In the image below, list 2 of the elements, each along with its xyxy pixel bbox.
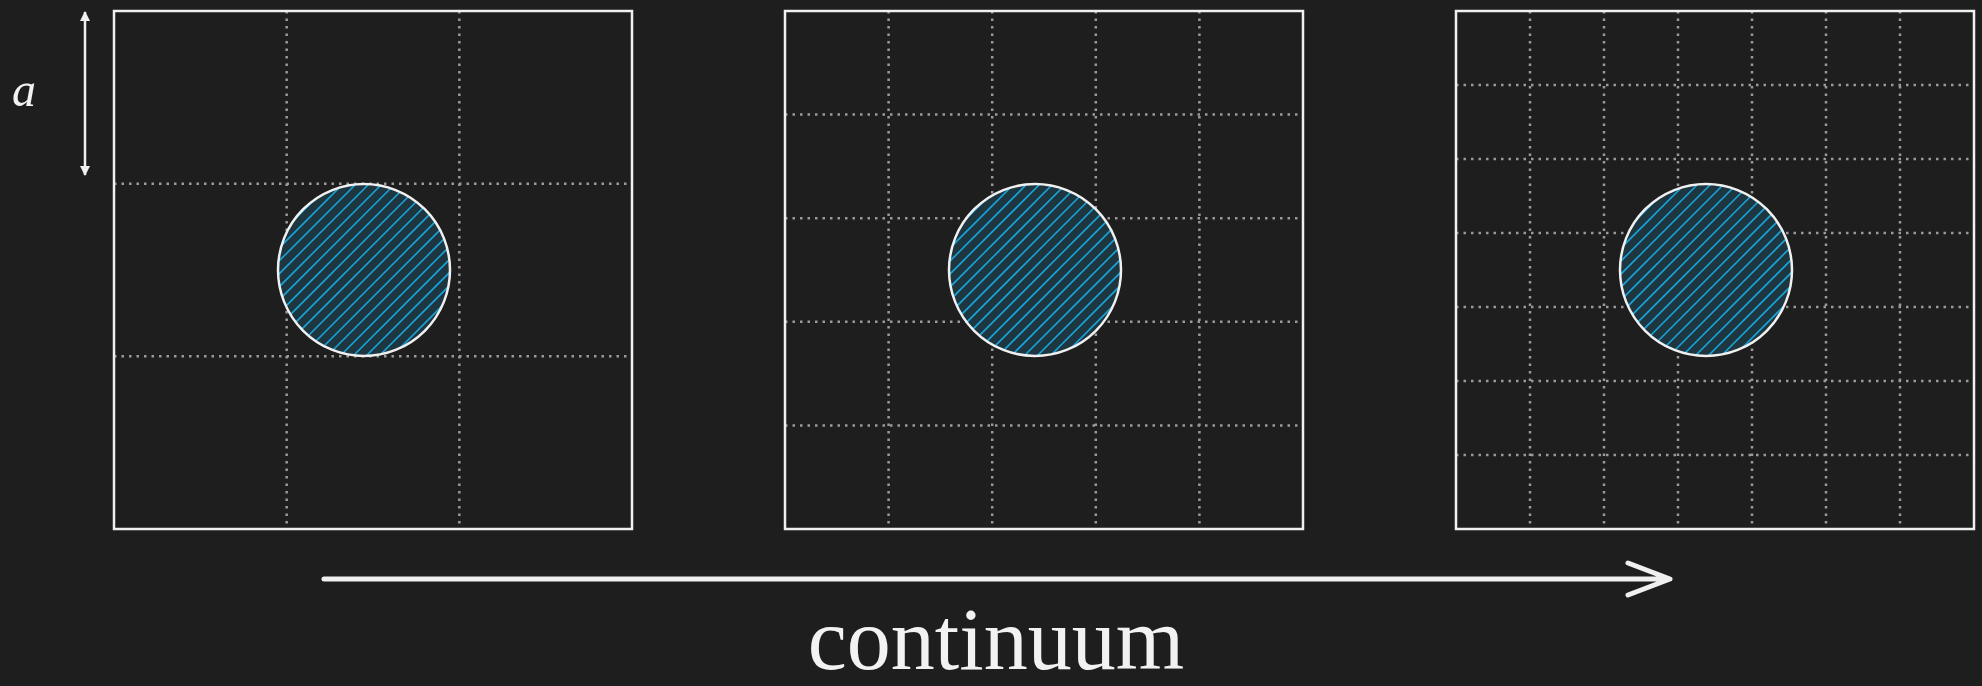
axis-label: continuum <box>807 596 1185 684</box>
dimension-label: a <box>12 66 36 114</box>
